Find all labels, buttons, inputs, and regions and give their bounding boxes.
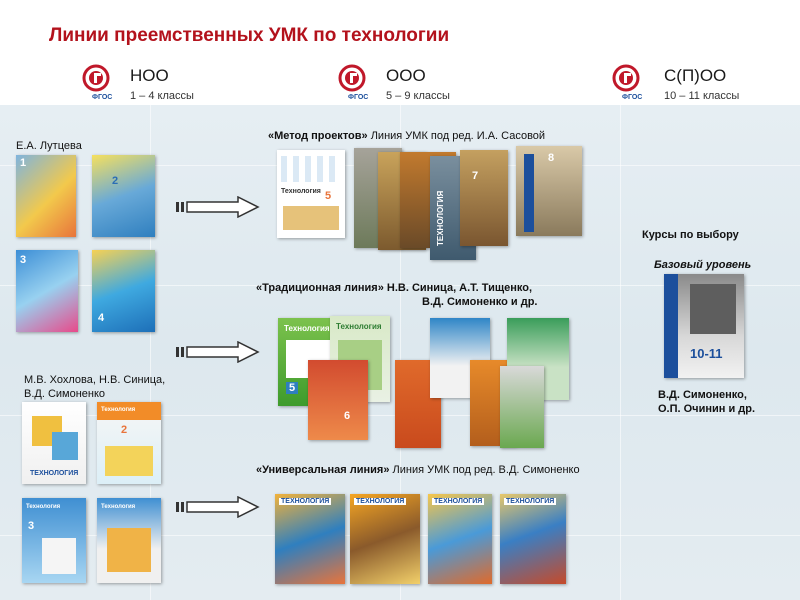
- book-cover: 10-11: [664, 274, 744, 378]
- book-cover: 2: [92, 155, 155, 237]
- book-cover: ТЕХНОЛОГИЯ: [350, 494, 420, 584]
- book-cover: 3: [16, 250, 78, 332]
- book-cover: 1: [16, 155, 76, 237]
- author-lutceva: Е.А. Лутцева: [16, 140, 82, 152]
- book-cover: Технология 3: [22, 498, 86, 583]
- arrow-right-icon: [176, 496, 260, 518]
- book-cover: Технология 5: [277, 150, 345, 238]
- level-ooo-name: ООО: [386, 66, 426, 85]
- book-cover: 7: [460, 150, 508, 246]
- electives-title: Курсы по выбору: [642, 229, 739, 241]
- svg-text:ФГОС: ФГОС: [348, 94, 368, 101]
- page-title: Линии преемственных УМК по технологии: [49, 25, 450, 46]
- fgos-logo-icon: ФГОС: [338, 64, 368, 101]
- author-khokhlova-line2: В.Д. Симоненко: [24, 388, 106, 400]
- book-cover: Технология 2: [97, 402, 161, 484]
- book-cover: [500, 366, 544, 448]
- level-spoo-name: С(П)ОО: [664, 66, 727, 85]
- svg-text:ФГОС: ФГОС: [92, 94, 112, 101]
- author-khokhlova-line1: М.В. Хохлова, Н.В. Синица,: [24, 374, 166, 386]
- author-simonenko-senior-line1: В.Д. Симоненко,: [658, 389, 747, 401]
- level-ooo-grades: 5 – 9 классы: [386, 90, 450, 102]
- svg-text:ФГОС: ФГОС: [622, 94, 642, 101]
- electives-level: Базовый уровень: [654, 259, 752, 271]
- book-cover: 6: [308, 360, 368, 440]
- line-universal-caption: «Универсальная линия» Линия УМК под ред.…: [256, 464, 580, 476]
- book-cover: 8: [516, 146, 582, 236]
- arrow-right-icon: [176, 196, 260, 218]
- line-traditional-caption-line2: В.Д. Симоненко и др.: [422, 296, 538, 308]
- fgos-logo-icon: ФГОС: [612, 64, 642, 101]
- book-cover: 4: [92, 250, 155, 332]
- book-cover: ТЕХНОЛОГИЯ: [500, 494, 566, 584]
- level-noo-name: НОО: [130, 66, 169, 85]
- level-spoo-grades: 10 – 11 классы: [664, 90, 740, 102]
- arrow-right-icon: [176, 341, 260, 363]
- line-projects-caption: «Метод проектов» Линия УМК под ред. И.А.…: [268, 130, 546, 142]
- line-traditional-caption: «Традиционная линия» Н.В. Синица, А.Т. Т…: [256, 282, 533, 294]
- book-cover: ТЕХНОЛОГИЯ: [428, 494, 492, 584]
- book-cover: Технология: [97, 498, 161, 583]
- author-simonenko-senior-line2: О.П. Очинин и др.: [658, 403, 756, 415]
- book-cover: ТЕХНОЛОГИЯ: [22, 402, 86, 484]
- book-cover: ТЕХНОЛОГИЯ: [275, 494, 345, 584]
- fgos-logo-icon: ФГОС: [82, 64, 112, 101]
- level-noo-grades: 1 – 4 классы: [130, 90, 194, 102]
